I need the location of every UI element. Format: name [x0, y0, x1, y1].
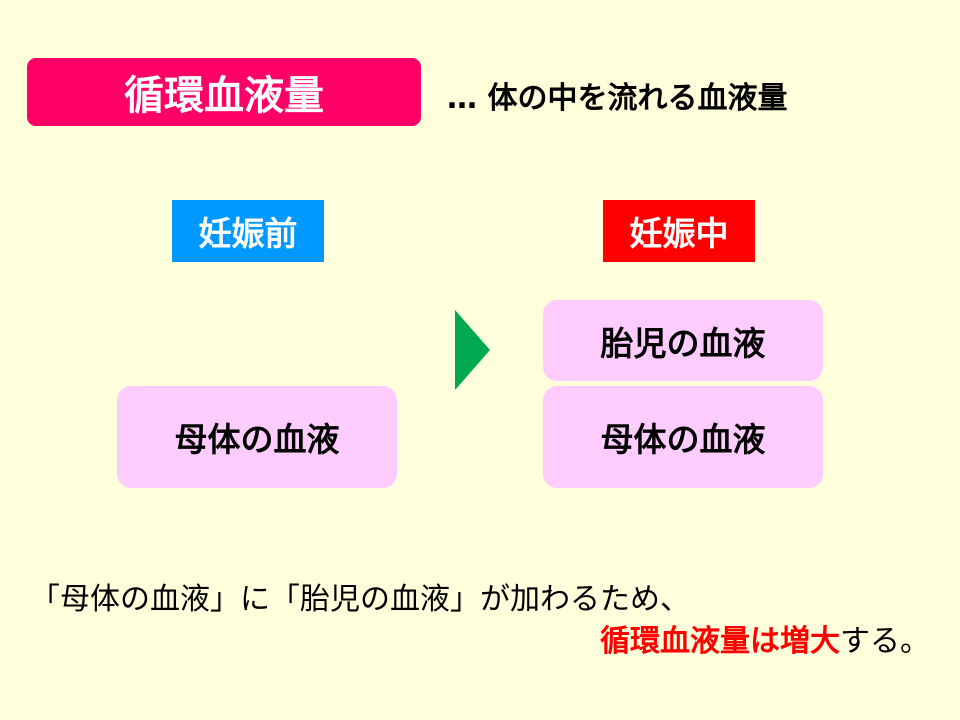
conclusion-line-1: 「母体の血液」に「胎児の血液」が加わるため、 — [30, 582, 690, 617]
label-before-pregnancy: 妊娠前 — [172, 200, 324, 262]
conclusion-rest: する。 — [840, 624, 930, 659]
right-arrow-icon — [455, 310, 490, 390]
term-title-box: 循環血液量 — [27, 58, 421, 126]
fetus-blood-box: 胎児の血液 — [543, 300, 823, 381]
label-during-pregnancy: 妊娠中 — [603, 200, 755, 262]
term-definition: … 体の中を流れる血液量 — [447, 81, 788, 116]
conclusion-emphasis: 循環血液量は増大 — [600, 624, 840, 659]
mother-blood-box-before: 母体の血液 — [117, 386, 397, 488]
term-title: 循環血液量 — [124, 73, 324, 119]
conclusion-line-2: 循環血液量は増大する。 — [600, 616, 930, 660]
mother-blood-box-during: 母体の血液 — [543, 386, 823, 488]
